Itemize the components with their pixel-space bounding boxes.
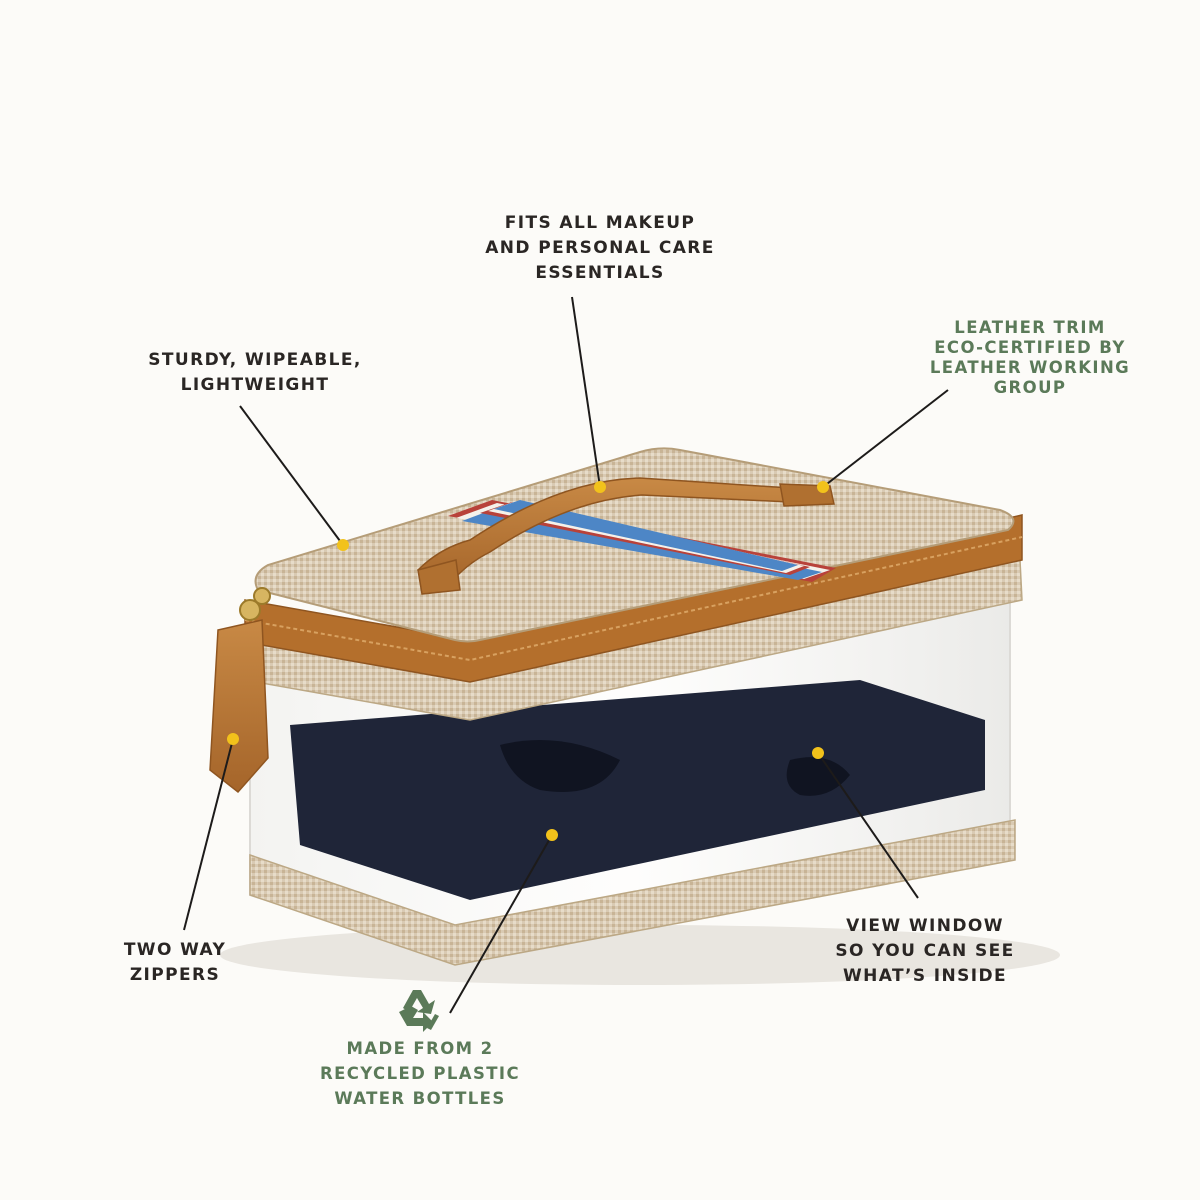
leader-fits [571,296,601,488]
callout-lines [183,296,949,1014]
dot-recycled [546,829,558,841]
callout-dots [227,481,829,841]
dot-fits [594,481,606,493]
zipper-ring [239,599,261,621]
stripe-blue-inner [494,500,798,571]
leader-zippers [183,738,234,931]
interior-lining [290,680,985,900]
leader-leather [822,389,949,488]
leader-sturdy [239,405,344,546]
interior-shadow-2 [786,757,850,796]
recycle-icon [399,990,439,1032]
handle-tab-left [417,559,461,595]
dot-leather [817,481,829,493]
zipper-ring-2 [253,587,271,605]
callout-sturdy-wipeable: STURDY, WIPEABLE, LIGHTWEIGHT [148,350,362,395]
callout-two-way-zippers: TWO WAY ZIPPERS [123,940,227,985]
callout-fits-essentials: FITS ALL MAKEUP AND PERSONAL CARE ESSENT… [485,213,715,283]
dot-view [812,747,824,759]
zipper-pull-tab [209,619,269,794]
zipper-teeth [244,536,1023,662]
callout-leather-trim: LEATHER TRIM ECO-CERTIFIED BY LEATHER WO… [929,318,1131,397]
interior-shadow [500,740,620,792]
bottom-canvas-trim [249,819,1016,966]
dot-zippers [227,733,239,745]
leader-recycled [449,834,553,1014]
dot-sturdy [337,539,349,551]
leader-view [817,752,919,899]
callout-view-window: VIEW WINDOW SO YOU CAN SEE WHAT’S INSIDE [835,916,1015,986]
callout-recycled-bottles: MADE FROM 2 RECYCLED PLASTIC WATER BOTTL… [320,1039,520,1108]
